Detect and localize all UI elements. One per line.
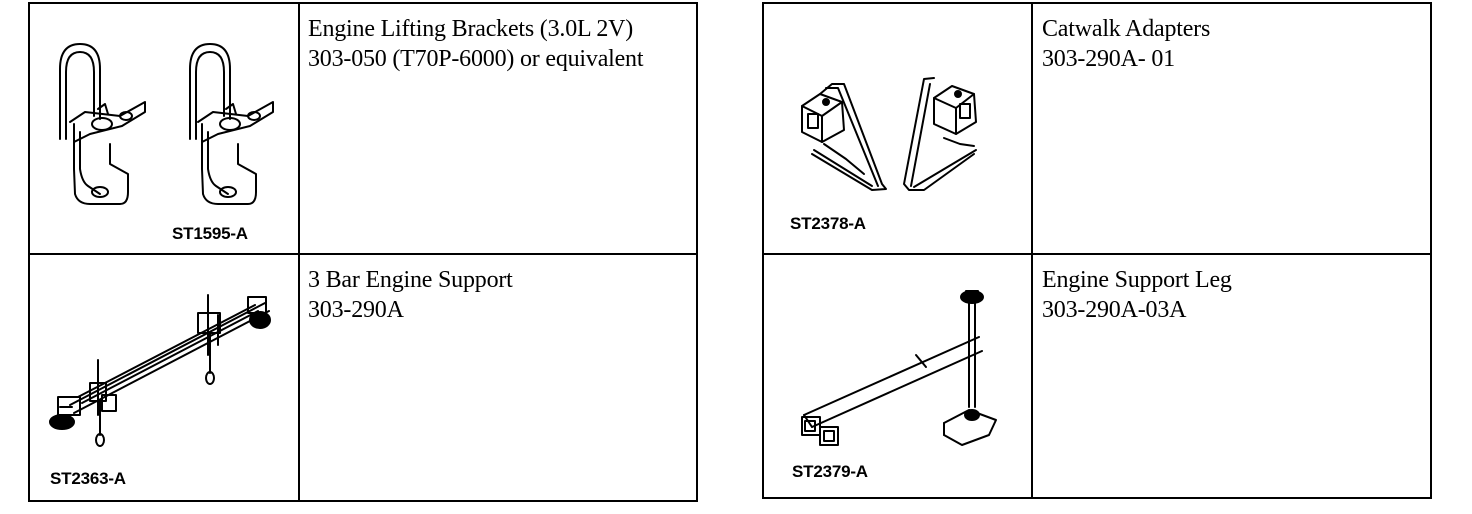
engine-support-leg-illustration xyxy=(801,290,997,446)
tool-image-cell: ST2363-A xyxy=(30,255,300,500)
figure-code: ST2379-A xyxy=(792,462,868,481)
figure-code: ST1595-A xyxy=(172,224,248,243)
tool-description-cell: Catwalk Adapters 303-290A- 01 xyxy=(1034,4,1430,253)
three-bar-engine-support-illustration xyxy=(49,294,271,447)
tool-number: 303-290A- 01 xyxy=(1042,46,1175,72)
tool-description-cell: Engine Support Leg 303-290A-03A xyxy=(1034,255,1430,497)
tool-description-cell: 3 Bar Engine Support 303-290A xyxy=(300,255,696,500)
tool-description-cell: Engine Lifting Brackets (3.0L 2V) 303-05… xyxy=(300,4,696,253)
tool-name: Engine Support Leg xyxy=(1042,267,1232,293)
tool-image-cell: ST2379-A xyxy=(764,255,1033,497)
tool-row: ST2363-A 3 Bar Engine Support 303-290A xyxy=(30,255,696,500)
tool-row: ST2378-A Catwalk Adapters 303-290A- 01 xyxy=(764,4,1430,255)
tool-name: Catwalk Adapters xyxy=(1042,16,1211,42)
figure-code: ST2378-A xyxy=(790,214,866,233)
tool-row: ST1595-A Engine Lifting Brackets (3.0L 2… xyxy=(30,4,696,255)
engine-lifting-brackets-illustration xyxy=(59,43,274,205)
tool-name: Engine Lifting Brackets (3.0L 2V) xyxy=(308,16,634,42)
tool-image-cell: ST2378-A xyxy=(764,4,1033,253)
tool-name: 3 Bar Engine Support xyxy=(308,267,513,293)
tool-number: 303-050 (T70P-6000) or equivalent xyxy=(308,46,644,72)
figure-code: ST2363-A xyxy=(50,469,126,488)
tool-number: 303-290A-03A xyxy=(1042,297,1187,323)
tool-number: 303-290A xyxy=(308,297,404,323)
tool-image-cell: ST1595-A xyxy=(30,4,300,253)
catwalk-adapters-illustration xyxy=(801,77,977,191)
special-tools-table-right: ST2378-A Catwalk Adapters 303-290A- 01 xyxy=(762,2,1432,499)
special-tools-table-left: ST1595-A Engine Lifting Brackets (3.0L 2… xyxy=(28,2,698,502)
tool-row: ST2379-A Engine Support Leg 303-290A-03A xyxy=(764,255,1430,497)
